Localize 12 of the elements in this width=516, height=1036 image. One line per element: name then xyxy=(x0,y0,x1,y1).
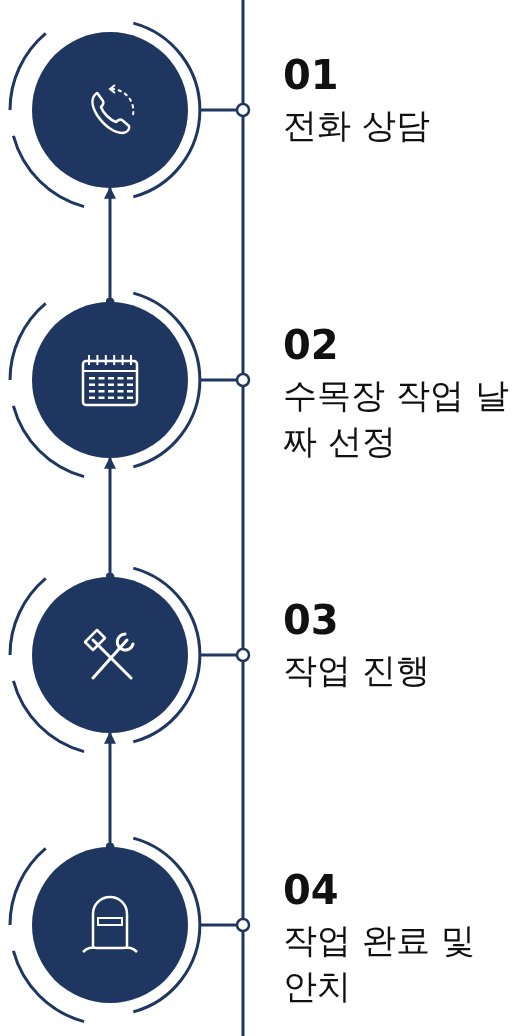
step-circle xyxy=(32,577,188,733)
step-label: 수목장 작업 날짜 선정 xyxy=(283,374,510,463)
step-circle xyxy=(32,302,188,458)
step-label: 전화 상담 xyxy=(283,104,431,147)
step-number: 02 xyxy=(283,322,339,368)
step-circle xyxy=(32,32,188,188)
step-number: 04 xyxy=(283,867,339,913)
step-label: 작업 완료 및 안치 xyxy=(283,919,476,1008)
step-label: 작업 진행 xyxy=(283,649,431,692)
step-number: 03 xyxy=(283,597,339,643)
step-circle xyxy=(32,847,188,1003)
step-number: 01 xyxy=(283,52,339,98)
